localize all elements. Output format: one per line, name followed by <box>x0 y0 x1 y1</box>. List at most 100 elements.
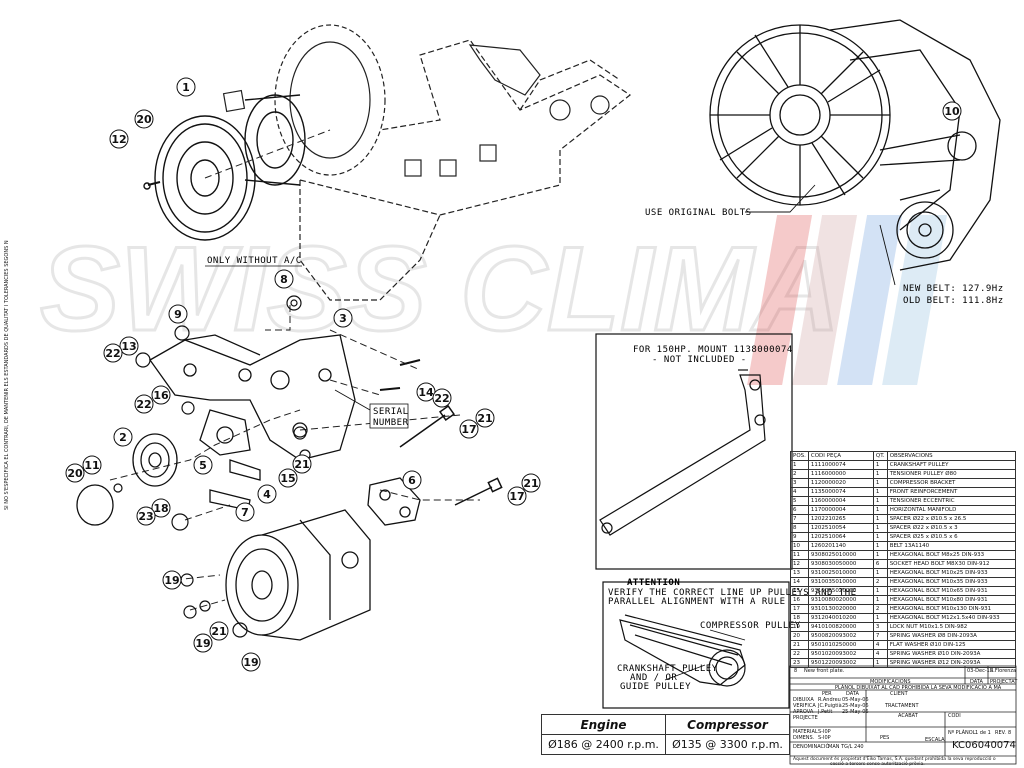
speed-compressor-value: Ø135 @ 3300 r.p.m. <box>665 734 790 755</box>
svg-text:15: 15 <box>280 472 295 485</box>
tb-rev: REV. <box>995 730 1006 736</box>
rev-col-projectat: PROJECTAT <box>990 679 1018 685</box>
bom-pos: 18 <box>790 613 809 623</box>
svg-text:11: 11 <box>84 459 99 472</box>
note-mount-line1: FOR 150HP. MOUNT 1138000074 <box>633 345 793 355</box>
label-compressor-pulley: COMPRESSOR PULLEY <box>700 621 801 631</box>
tb-aprova-who: J.Petit <box>818 709 833 715</box>
bom-header-obs: OBSERVACIONS <box>886 451 1017 461</box>
bom-qty: 7 <box>872 631 888 641</box>
bom-qty: 1 <box>872 505 888 515</box>
bom-pos: 17 <box>790 604 809 614</box>
svg-text:3: 3 <box>339 312 347 325</box>
rev-entry-author: R.Florenza <box>990 668 1017 674</box>
bom-code: 9310025010000 <box>807 568 874 578</box>
rev-col-modificacions: MODIFICACIONS <box>870 679 911 685</box>
svg-text:21: 21 <box>477 412 492 425</box>
bom-observation: HEXAGONAL BOLT M10x130 DIN-931 <box>886 604 1017 614</box>
callout-14: 14 <box>416 382 436 402</box>
bom-observation: HEXAGONAL BOLT M10x35 DIN-933 <box>886 577 1017 587</box>
tb-escala: ESCALA <box>925 737 945 743</box>
bom-pos: 3 <box>790 478 809 488</box>
bom-code: 9310035010000 <box>807 577 874 587</box>
tb-tractament: TRACTAMENT <box>885 703 919 709</box>
bom-code: 1202510054 <box>807 523 874 533</box>
bom-pos: 4 <box>790 487 809 497</box>
svg-text:20: 20 <box>67 467 83 480</box>
bom-observation: SPRING WASHER Ø10 DIN-2093A <box>886 649 1017 659</box>
bom-observation: SPACER Ø22 x Ø10.5 x 3 <box>886 523 1017 533</box>
bom-code: 9501020093002 <box>807 649 874 659</box>
speed-engine-label: Engine <box>541 714 666 735</box>
svg-text:22: 22 <box>105 347 120 360</box>
svg-text:20: 20 <box>136 113 152 126</box>
svg-text:5: 5 <box>199 459 207 472</box>
bom-qty: 1 <box>872 514 888 524</box>
tb-footer1: Aquest document és propietat d'Eiko Tama… <box>793 757 996 762</box>
callout-2: 2 <box>113 427 133 447</box>
label-crank-line2: AND / OR <box>630 673 677 683</box>
callout-10: 10 <box>942 101 962 121</box>
label-crank-line1: CRANKSHAFT PULLEY <box>617 664 718 674</box>
bom-code: 9312040010200 <box>807 613 874 623</box>
bom-code: 9308030050000 <box>807 559 874 569</box>
bom-pos: 9 <box>790 532 809 542</box>
callout-7: 7 <box>235 502 255 522</box>
watermark-text: SWISS CLIMA <box>40 222 840 356</box>
note-serial: SERIAL <box>373 407 409 417</box>
bom-code: 1111000074 <box>807 460 874 470</box>
bom-observation: HEXAGONAL BOLT M10x25 DIN-933 <box>886 568 1017 578</box>
bom-qty: 1 <box>872 469 888 479</box>
tb-dibuixa-who: R.Andreu <box>818 697 841 703</box>
speed-table: Engine Compressor Ø186 @ 2400 r.p.m. Ø13… <box>541 714 790 755</box>
bom-observation: HORIZONTAL MANIFOLD <box>886 505 1017 515</box>
svg-text:21: 21 <box>523 477 538 490</box>
bom-code: 9410100820000 <box>807 622 874 632</box>
bom-observation: SPACER Ø22 x Ø10.5 x 26.5 <box>886 514 1017 524</box>
bom-code: 1160000004 <box>807 496 874 506</box>
callout-20a: 20 <box>134 109 154 129</box>
tb-acabat: ACABAT <box>898 713 918 719</box>
bom-header-pos: POS. <box>790 451 809 461</box>
tb-client: CLIENT <box>890 691 908 697</box>
svg-text:2: 2 <box>119 431 127 444</box>
svg-text:14: 14 <box>418 386 434 399</box>
bom-qty: 1 <box>872 595 888 605</box>
tb-aprova-date: 25-May-06 <box>842 709 869 715</box>
bom-pos: 15 <box>790 586 809 596</box>
bom-qty: 1 <box>872 541 888 551</box>
tb-denominacio: DENOMINACIÓ <box>793 744 830 750</box>
bom-pos: 7 <box>790 514 809 524</box>
tb-num-planol: Nº PLÀNOL <box>948 730 976 736</box>
bom-observation: HEXAGONAL BOLT M10x65 DIN-931 <box>886 586 1017 596</box>
bom-qty: 4 <box>872 649 888 659</box>
svg-text:12: 12 <box>111 133 126 146</box>
callout-11: 11 <box>82 455 102 475</box>
notes: ONLY WITHOUT A/C USE ORIGINAL BOLTS SERI… <box>205 208 1003 692</box>
bom-qty: 1 <box>872 496 888 506</box>
side-note: SI NO S'ESPECIFICA EL CONTRARI, DE MANTE… <box>4 240 10 510</box>
callout-16: 16 <box>151 385 171 405</box>
bom-qty: 1 <box>872 568 888 578</box>
tb-verifica-date: 25-May-06 <box>842 703 869 709</box>
svg-text:23: 23 <box>138 510 153 523</box>
callout-19b: 19 <box>193 633 213 653</box>
tb-aprova: APROVA <box>793 709 814 715</box>
tb-drawing-number: KC06040074 <box>952 740 1016 751</box>
tb-codi: CODI <box>948 713 961 719</box>
callout-22b: 22 <box>134 394 154 414</box>
attention-title: ATTENTION <box>627 578 680 588</box>
tb-verifica-who: JC.Puigtià <box>818 703 842 709</box>
bom-observation: SPRING WASHER Ø8 DIN-2093A <box>886 631 1017 641</box>
